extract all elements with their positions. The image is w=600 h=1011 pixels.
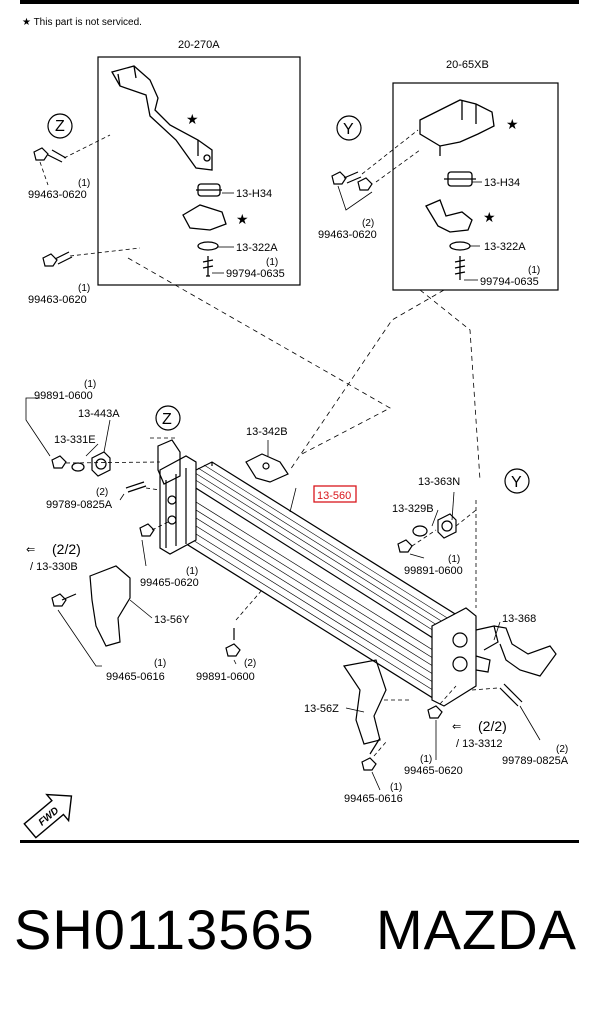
star-left-bracket: ★ [186, 111, 199, 127]
qty-99463-r: (2) [362, 218, 374, 229]
ref-page-right[interactable]: (2/2) [478, 718, 507, 734]
ref-part-right[interactable]: / 13-3312 [456, 738, 502, 750]
right-mount-parts [342, 468, 557, 771]
footer: SH0113565 MAZDA [0, 895, 600, 975]
bottom-rule [20, 840, 579, 843]
callout-13-329B[interactable]: 13-329B [392, 503, 434, 515]
star-left-clip: ★ [236, 211, 249, 227]
qty-99794-right: (1) [528, 265, 540, 276]
view-y-marker-top: Y [343, 121, 354, 138]
part-number: SH0113565 [14, 898, 315, 961]
left-bracket-drawing [111, 65, 227, 277]
callout-99891-0600-right[interactable]: 99891-0600 [404, 565, 463, 577]
left-bolts [33, 113, 73, 267]
callout-13-322A-left[interactable]: 13-322A [236, 242, 278, 254]
ref-part-left[interactable]: / 13-330B [30, 561, 78, 573]
callout-13-56Z[interactable]: 13-56Z [304, 703, 339, 715]
qty-99465-0620-left: (1) [186, 566, 198, 577]
star-right-clip: ★ [483, 209, 496, 225]
callout-99891-0600-bottom[interactable]: 99891-0600 [196, 671, 255, 683]
qty-99463-l2: (1) [78, 283, 90, 294]
callout-13-363N[interactable]: 13-363N [418, 476, 460, 488]
callout-13-331E[interactable]: 13-331E [54, 434, 96, 446]
qty-99789-left: (2) [96, 487, 108, 498]
callout-13-443A[interactable]: 13-443A [78, 408, 120, 420]
parts-diagram: ★ This part is not serviced. 20-270A ★ ★… [20, 0, 579, 843]
right-bracket-drawing [419, 99, 495, 280]
not-serviced-note: ★ This part is not serviced. [22, 17, 142, 28]
callout-99465-0616-right[interactable]: 99465-0616 [344, 793, 403, 805]
bracket-342b [245, 453, 289, 483]
right-bolts [331, 115, 373, 191]
view-z-marker-top: Z [55, 118, 65, 135]
left-bracket-frame [97, 56, 301, 286]
fwd-arrow-icon: FWD [23, 793, 73, 839]
callout-13-322A-right[interactable]: 13-322A [484, 241, 526, 253]
callout-99465-0620-left[interactable]: 99465-0620 [140, 577, 199, 589]
callout-99463-0620-r[interactable]: 99463-0620 [318, 229, 377, 241]
qty-99794-left: (1) [266, 257, 278, 268]
qty-99465-0620-right: (1) [420, 754, 432, 765]
callout-20-65XB[interactable]: 20-65XB [446, 59, 489, 71]
top-rule [20, 0, 579, 4]
highlight-box-13-560 [313, 485, 357, 503]
callout-20-270A[interactable]: 20-270A [178, 39, 220, 51]
qty-99891-bottom: (2) [244, 658, 256, 669]
callout-99465-0616-left[interactable]: 99465-0616 [106, 671, 165, 683]
brand-name: MAZDA [376, 898, 577, 961]
callout-99465-0620-right[interactable]: 99465-0620 [404, 765, 463, 777]
callout-13-H34-right[interactable]: 13-H34 [484, 177, 520, 189]
callout-13-342B[interactable]: 13-342B [246, 426, 288, 438]
qty-99891-top: (1) [84, 379, 96, 390]
view-y-marker-cooler: Y [511, 474, 522, 491]
right-bracket-frame [392, 82, 559, 291]
cooler-core [159, 455, 499, 707]
callout-99463-0620-l2[interactable]: 99463-0620 [28, 294, 87, 306]
bracket-leaders [127, 257, 481, 481]
qty-99463-l1: (1) [78, 178, 90, 189]
ref-arrow-left: ⇐ [26, 544, 35, 556]
callout-99789-0825A-right[interactable]: 99789-0825A [502, 755, 569, 767]
left-mount-parts [51, 405, 241, 657]
callout-13-560[interactable]: 13-560 [317, 490, 351, 502]
callout-99789-0825A-left[interactable]: 99789-0825A [46, 499, 113, 511]
callout-99463-0620-l1[interactable]: 99463-0620 [28, 189, 87, 201]
qty-99789-right: (2) [556, 744, 568, 755]
callout-13-368[interactable]: 13-368 [502, 613, 536, 625]
callout-99794-0635-left[interactable]: 99794-0635 [226, 268, 285, 280]
callout-99891-0600-top[interactable]: 99891-0600 [34, 390, 93, 402]
qty-99891-right: (1) [448, 554, 460, 565]
qty-99465-0616-right: (1) [390, 782, 402, 793]
qty-99465-0616-left: (1) [154, 658, 166, 669]
ref-page-left[interactable]: (2/2) [52, 541, 81, 557]
callout-99794-0635-right[interactable]: 99794-0635 [480, 276, 539, 288]
callout-13-56Y[interactable]: 13-56Y [154, 614, 190, 626]
view-z-marker-cooler: Z [162, 411, 172, 428]
ref-arrow-right: ⇐ [452, 721, 461, 733]
callout-13-H34-left[interactable]: 13-H34 [236, 188, 272, 200]
star-right-bracket: ★ [506, 116, 519, 132]
